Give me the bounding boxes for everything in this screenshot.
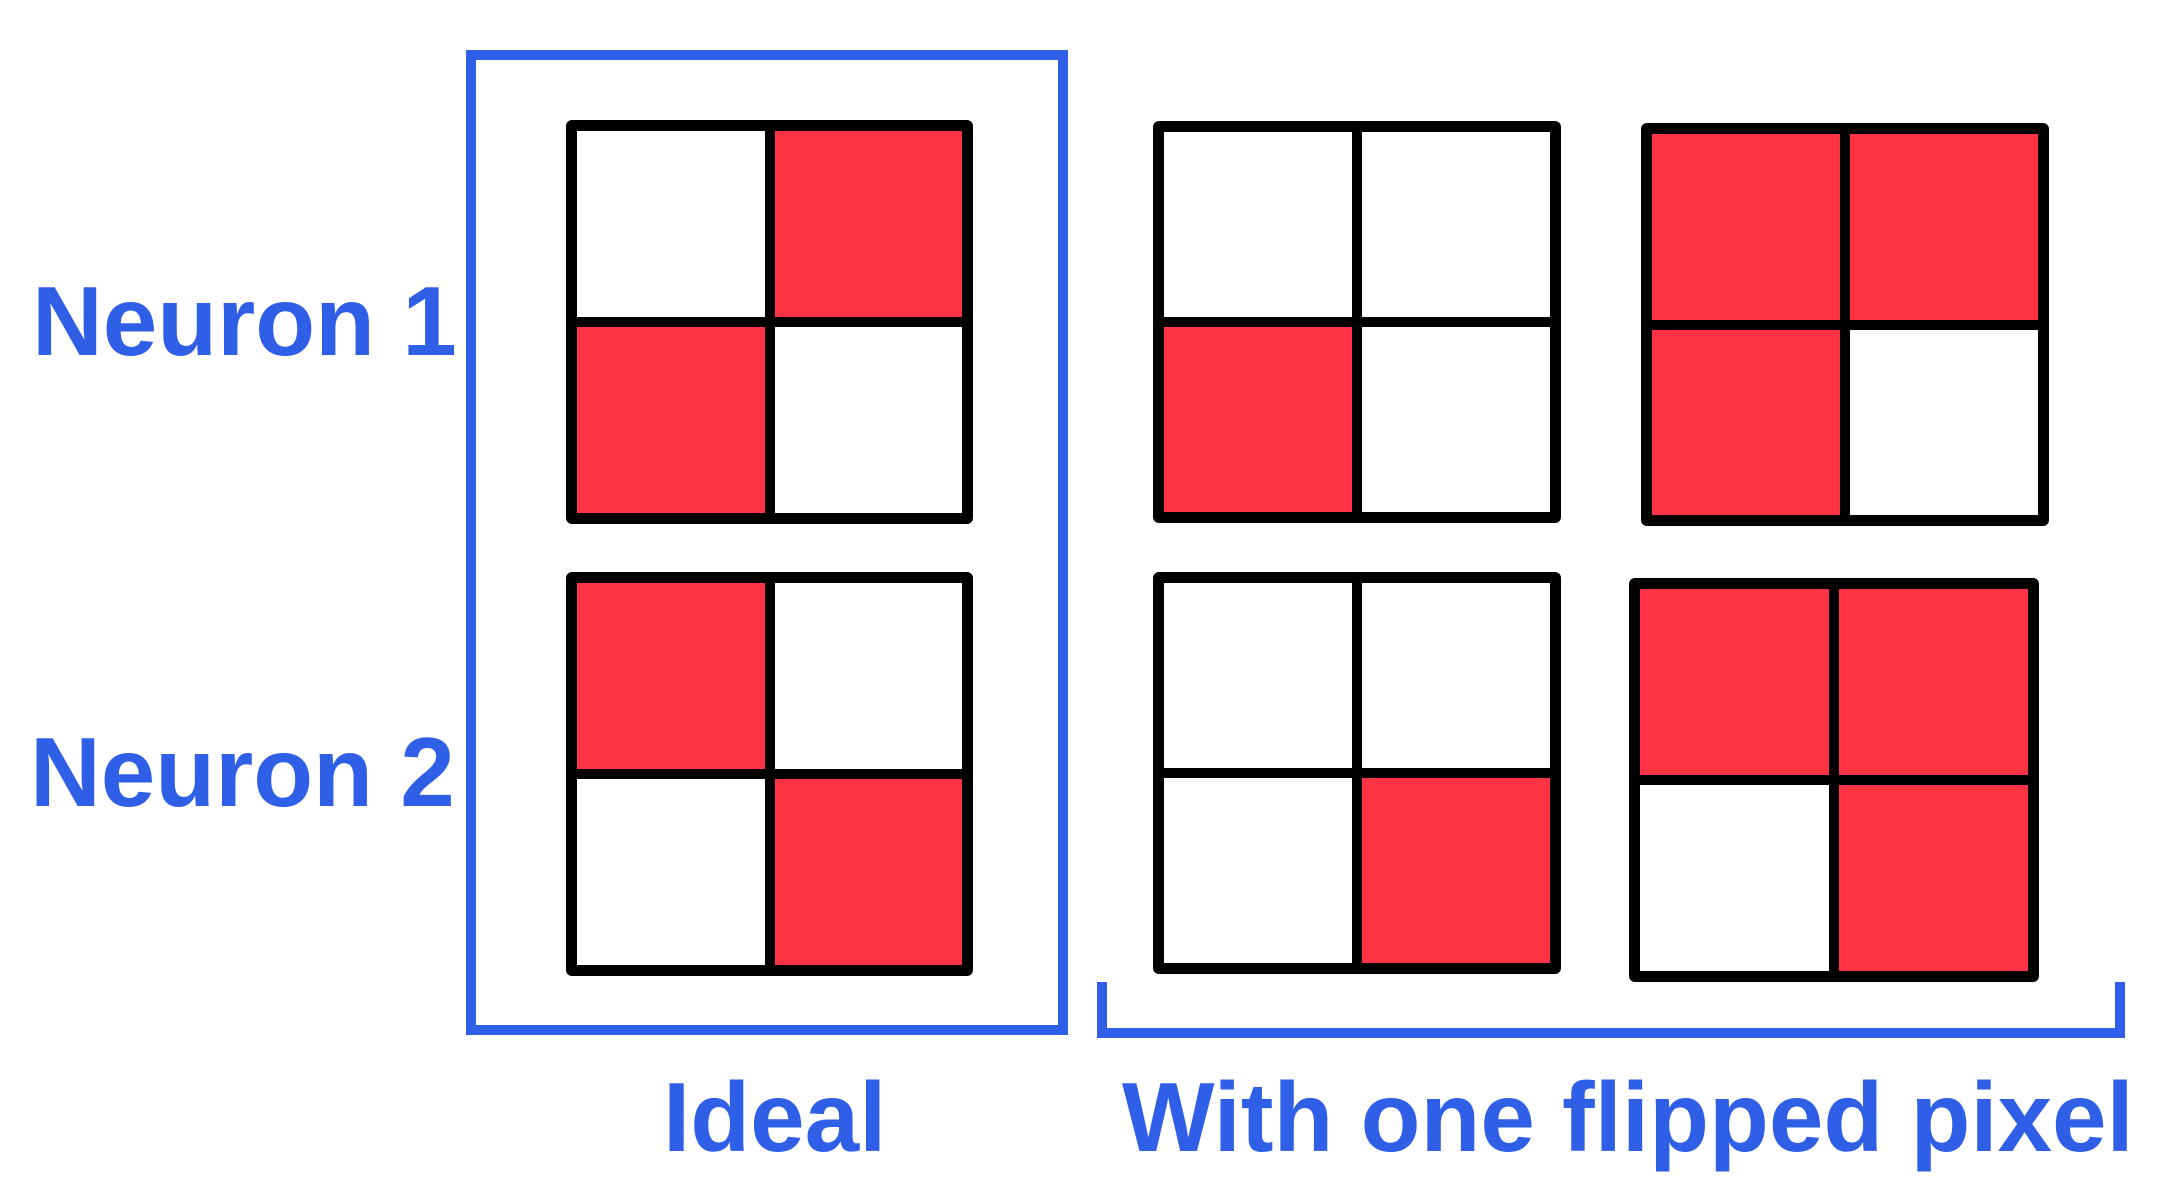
pixel-on bbox=[1652, 134, 1840, 320]
flipped-group-bracket bbox=[1097, 982, 2125, 1038]
pixel-off bbox=[1164, 778, 1352, 963]
pixel-off bbox=[1362, 132, 1550, 317]
pixel-off bbox=[1362, 583, 1550, 768]
group-label-flipped: With one flipped pixel bbox=[1122, 1062, 2134, 1172]
pixel-off bbox=[1640, 785, 1829, 971]
pixel-off bbox=[577, 131, 765, 317]
pixel-grid-neuron-2-flipped-a bbox=[1153, 572, 1561, 974]
pixel-on bbox=[1652, 329, 1840, 515]
pixel-off bbox=[774, 327, 962, 513]
pixel-grid-neuron-2-flipped-b bbox=[1629, 578, 2039, 982]
pixel-on bbox=[577, 583, 765, 769]
pixel-grid-neuron-2-ideal bbox=[566, 572, 973, 976]
pixel-off bbox=[1164, 132, 1352, 317]
row-label-neuron-1: Neuron 1 bbox=[32, 266, 457, 376]
row-label-neuron-2: Neuron 2 bbox=[30, 717, 455, 827]
pixel-off bbox=[774, 583, 962, 769]
pixel-grid-neuron-1-ideal bbox=[566, 120, 973, 524]
pixel-off bbox=[1362, 327, 1550, 512]
pixel-grid-neuron-1-flipped-b bbox=[1641, 123, 2049, 526]
pixel-on bbox=[1362, 778, 1550, 963]
pixel-off bbox=[577, 779, 765, 965]
pixel-on bbox=[1640, 589, 1829, 775]
pixel-off bbox=[1164, 583, 1352, 768]
pixel-on bbox=[577, 327, 765, 513]
pixel-grid-neuron-1-flipped-a bbox=[1153, 121, 1561, 523]
pixel-on bbox=[774, 779, 962, 965]
pixel-on bbox=[774, 131, 962, 317]
group-label-ideal: Ideal bbox=[663, 1062, 887, 1172]
pixel-on bbox=[1839, 785, 2028, 971]
pixel-on bbox=[1850, 134, 2038, 320]
pixel-on bbox=[1164, 327, 1352, 512]
ideal-group-frame bbox=[466, 50, 1068, 1035]
pixel-on bbox=[1839, 589, 2028, 775]
pixel-off bbox=[1850, 329, 2038, 515]
